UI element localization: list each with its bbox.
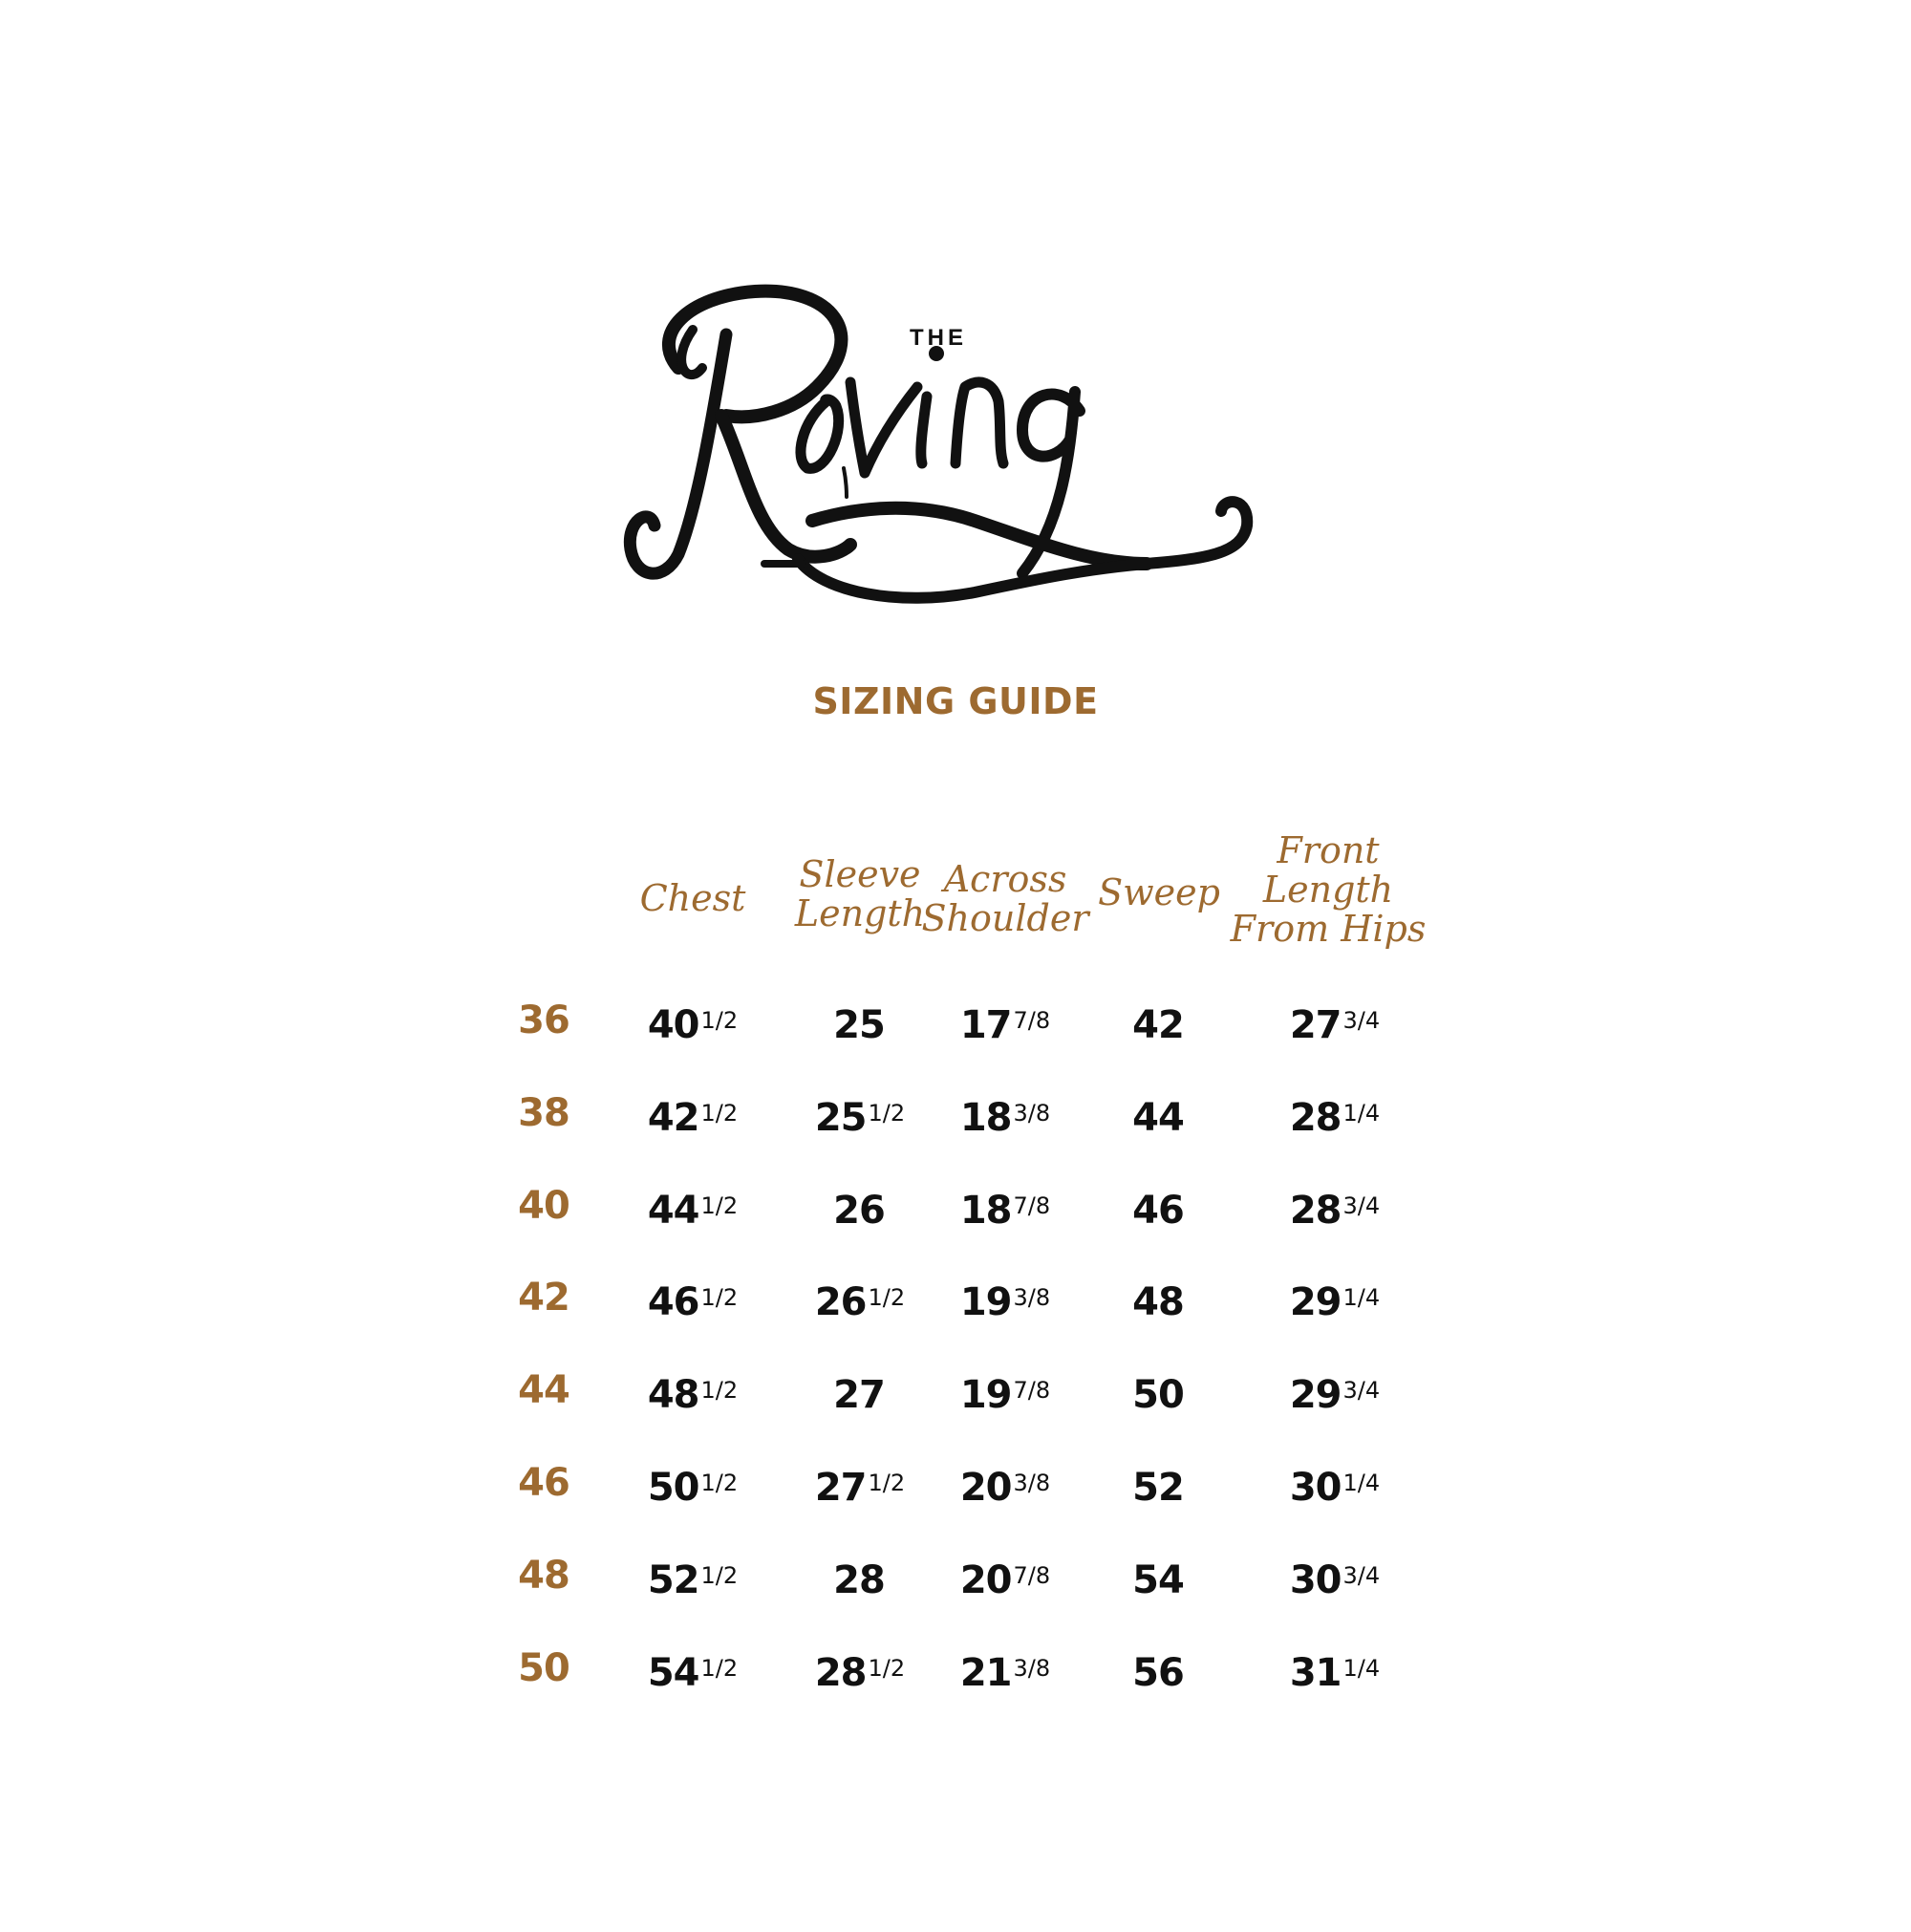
table-row: 42 461/2 261/2 193/8 48 291/4 xyxy=(0,1269,1911,1326)
chest-value: 501/2 xyxy=(647,1466,739,1510)
front-length-value: 301/4 xyxy=(1289,1466,1381,1510)
chest-value: 441/2 xyxy=(647,1189,739,1233)
table-row: 38 421/2 251/2 183/8 44 281/4 xyxy=(0,1084,1911,1142)
shoulder-value: 193/8 xyxy=(959,1280,1051,1324)
sweep-value: 56 xyxy=(1132,1651,1185,1695)
sweep-value: 46 xyxy=(1132,1189,1185,1233)
chest-value: 461/2 xyxy=(647,1280,739,1324)
sweep-value: 44 xyxy=(1132,1096,1185,1140)
sleeve-value: 27 xyxy=(833,1373,886,1417)
chest-value: 521/2 xyxy=(647,1558,739,1602)
table-row: 44 481/2 27 197/8 50 293/4 xyxy=(0,1362,1911,1419)
front-length-value: 293/4 xyxy=(1289,1373,1381,1417)
chest-value: 421/2 xyxy=(647,1096,739,1140)
roving-logo xyxy=(612,277,1319,640)
shoulder-value: 183/8 xyxy=(959,1096,1051,1140)
column-header-sweep: Sweep xyxy=(1098,871,1220,913)
chest-value: 401/2 xyxy=(647,1003,739,1047)
front-length-value: 281/4 xyxy=(1289,1096,1381,1140)
table-row: 48 521/2 28 207/8 54 303/4 xyxy=(0,1547,1911,1604)
sleeve-value: 261/2 xyxy=(814,1280,906,1324)
sleeve-value: 251/2 xyxy=(814,1096,906,1140)
front-length-value: 311/4 xyxy=(1289,1651,1381,1695)
shoulder-value: 197/8 xyxy=(959,1373,1051,1417)
column-header-front-length: Front Length From Hips xyxy=(1230,829,1427,950)
column-header-chest: Chest xyxy=(639,877,746,919)
chest-value: 481/2 xyxy=(647,1373,739,1417)
front-length-value: 303/4 xyxy=(1289,1558,1381,1602)
sweep-value: 48 xyxy=(1132,1280,1185,1324)
front-length-value: 291/4 xyxy=(1289,1280,1381,1324)
shoulder-value: 207/8 xyxy=(959,1558,1051,1602)
size-label: 40 xyxy=(518,1184,570,1228)
sweep-value: 42 xyxy=(1132,1003,1185,1047)
logo-prefix: THE xyxy=(910,325,967,351)
page-title: SIZING GUIDE xyxy=(812,680,1099,722)
sweep-value: 50 xyxy=(1132,1373,1185,1417)
front-length-value: 283/4 xyxy=(1289,1189,1381,1233)
shoulder-value: 187/8 xyxy=(959,1189,1051,1233)
size-label: 36 xyxy=(518,998,570,1042)
table-row: 36 401/2 25 177/8 42 273/4 xyxy=(0,992,1911,1049)
size-label: 42 xyxy=(518,1276,570,1320)
table-row: 40 441/2 26 187/8 46 283/4 xyxy=(0,1177,1911,1234)
size-label: 48 xyxy=(518,1554,570,1598)
size-label: 38 xyxy=(518,1091,570,1135)
sleeve-value: 281/2 xyxy=(814,1651,906,1695)
sleeve-value: 271/2 xyxy=(814,1466,906,1510)
roving-script-wordmark-icon xyxy=(623,284,1254,604)
table-row: 50 541/2 281/2 213/8 56 311/4 xyxy=(0,1640,1911,1697)
column-header-sleeve-length: Sleeve Length xyxy=(794,853,926,934)
shoulder-value: 203/8 xyxy=(959,1466,1051,1510)
sweep-value: 54 xyxy=(1132,1558,1185,1602)
shoulder-value: 177/8 xyxy=(959,1003,1051,1047)
chest-value: 541/2 xyxy=(647,1651,739,1695)
sweep-value: 52 xyxy=(1132,1466,1185,1510)
shoulder-value: 213/8 xyxy=(959,1651,1051,1695)
sleeve-value: 26 xyxy=(833,1189,886,1233)
size-label: 46 xyxy=(518,1461,570,1505)
sleeve-value: 28 xyxy=(833,1558,886,1602)
size-label: 44 xyxy=(518,1368,570,1412)
table-row: 46 501/2 271/2 203/8 52 301/4 xyxy=(0,1454,1911,1512)
sleeve-value: 25 xyxy=(833,1003,886,1047)
column-header-across-shoulder: Across Shoulder xyxy=(921,858,1089,939)
front-length-value: 273/4 xyxy=(1289,1003,1381,1047)
size-label: 50 xyxy=(518,1646,570,1690)
